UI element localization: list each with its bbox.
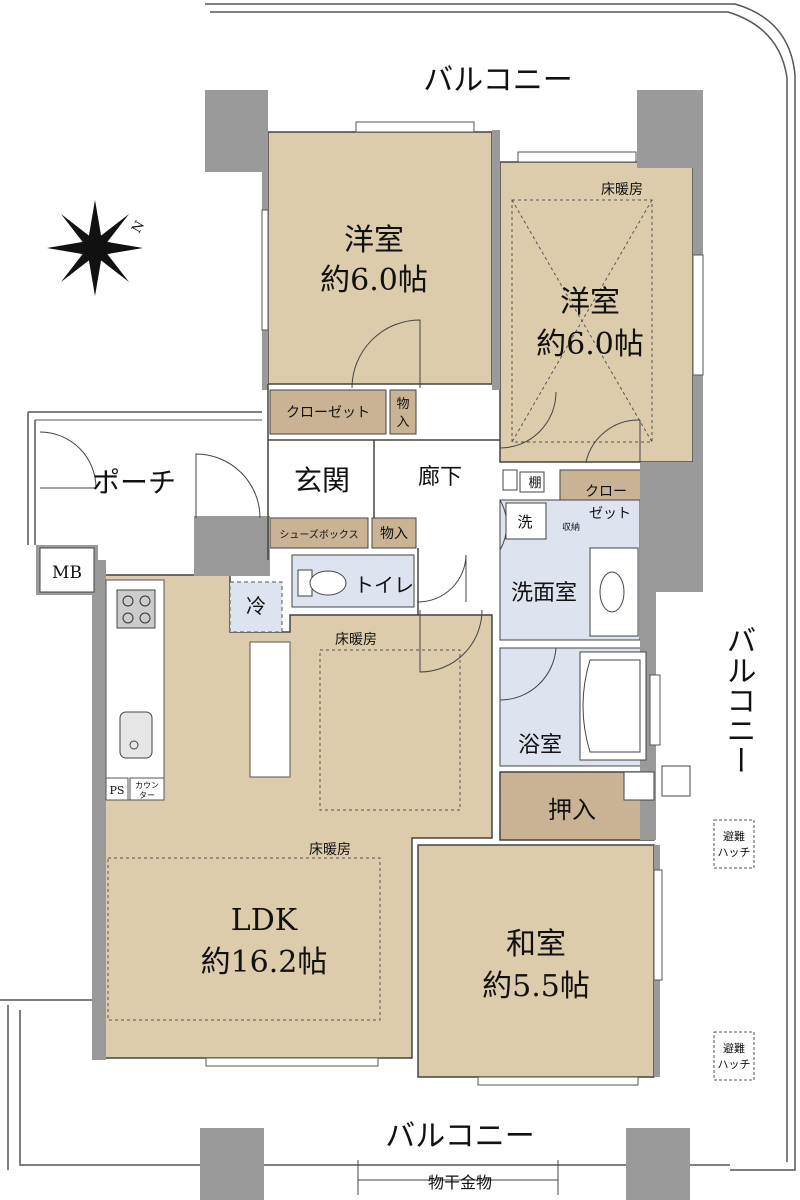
hatch-1 <box>713 819 755 869</box>
living-heating-note: 床暖房 <box>309 842 351 858</box>
hatch2-l2: ハッチ <box>718 1058 751 1071</box>
counter-box <box>129 777 165 801</box>
balcony-bottom-label: バルコニー <box>385 1119 534 1154</box>
hatch1-l1: 避難 <box>723 829 745 843</box>
counter-l1: カウン <box>135 781 159 790</box>
washroom-label: 洗面室 <box>511 581 577 606</box>
storage-1 <box>389 389 417 435</box>
hatch2-l1: 避難 <box>723 1041 745 1055</box>
hallway-label: 廊下 <box>418 465 462 490</box>
shuno-label: 収納 <box>562 521 580 533</box>
compass-icon <box>47 200 143 296</box>
laundry-label: 物干金物 <box>428 1173 492 1192</box>
bath-label: 浴室 <box>518 733 562 758</box>
ldk-name: LDK <box>231 903 298 938</box>
porch-area <box>27 411 262 545</box>
hatch-2 <box>713 1031 755 1081</box>
dining-heating-note: 床暖房 <box>335 632 377 648</box>
kitchen-counter <box>105 579 165 801</box>
balcony-outline <box>0 3 796 1171</box>
closet-1 <box>269 389 387 435</box>
ps-label: PS <box>110 784 125 797</box>
ldk-size: 約16.2帖 <box>201 945 328 980</box>
fridge-label: 冷 <box>246 594 266 618</box>
entrance-label: 玄関 <box>294 464 350 497</box>
toilet-icon <box>297 569 347 597</box>
windows <box>205 121 704 1086</box>
shoebox-label: シューズボックス <box>279 528 358 541</box>
compass-north-label: N <box>129 219 148 236</box>
oshiire-label: 押入 <box>548 796 596 824</box>
storage1-l2: 入 <box>396 415 409 430</box>
washer-label: 洗 <box>517 513 532 531</box>
storage2-label: 物入 <box>380 526 408 542</box>
japanese-name: 和室 <box>506 927 566 962</box>
interior-walls <box>267 384 500 615</box>
closet2-l2: ゼット <box>589 506 631 522</box>
room-fills <box>101 131 694 1078</box>
storage-2 <box>371 517 417 549</box>
western1-name: 洋室 <box>344 223 404 258</box>
stove-icon <box>116 589 156 629</box>
storage1-l1: 物 <box>396 397 409 412</box>
closet1-label: クローゼット <box>286 405 370 421</box>
western2-note: 床暖房 <box>601 182 643 198</box>
sink-icon <box>119 711 153 759</box>
balcony-top-label: バルコニー <box>423 63 572 98</box>
mb-label: MB <box>52 563 82 583</box>
basin-icon <box>589 547 639 637</box>
balcony-right-label: バルコニー <box>721 625 756 775</box>
island-counter <box>249 641 291 778</box>
porch-label: ポーチ <box>92 466 176 499</box>
toilet-label: トイレ <box>354 573 414 597</box>
bathtub-icon <box>579 651 647 761</box>
counter-l2: ター <box>139 791 155 800</box>
washer-box <box>505 502 547 540</box>
western2-name: 洋室 <box>560 285 620 320</box>
western-room-1 <box>267 131 493 385</box>
outdoor-faucet <box>661 765 691 797</box>
door-swings <box>39 319 641 701</box>
hatch1-l2: ハッチ <box>718 846 751 859</box>
fridge-space <box>229 581 283 633</box>
japanese-size: 約5.5帖 <box>482 969 590 1004</box>
shelf-label: 棚 <box>528 476 541 491</box>
ps-box <box>105 777 129 801</box>
mb-box <box>39 547 95 593</box>
closet2-l1: クロー <box>585 484 627 500</box>
shelf-box-2 <box>519 471 545 493</box>
western1-size: 約6.0帖 <box>320 263 428 298</box>
shelf-box <box>502 469 518 491</box>
western2-size: 約6.0帖 <box>536 327 644 362</box>
floor-heating-zones <box>107 199 653 1021</box>
